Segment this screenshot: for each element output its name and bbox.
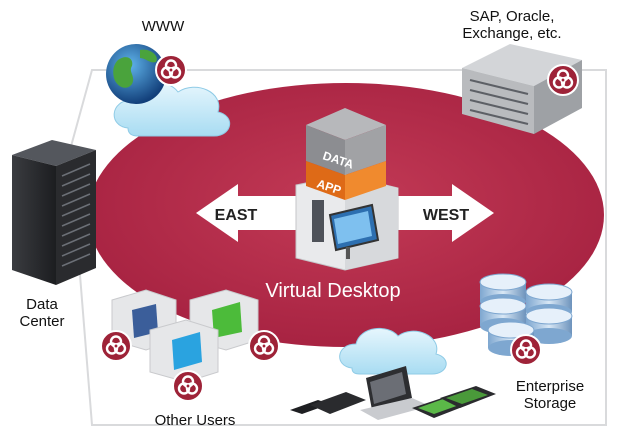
enterprise-storage-label-line-2: Storage <box>523 395 577 412</box>
enterprise-storage-node <box>479 273 573 367</box>
enterprise-storage-label: Enterprise Storage <box>490 378 610 412</box>
cloud-icon <box>339 328 447 375</box>
sap-label: SAP, Oracle, Exchange, etc. <box>452 8 572 42</box>
workstation-icon <box>149 319 219 383</box>
sap-server <box>462 44 582 134</box>
biohazard-icon <box>247 329 281 363</box>
data-center-label-line-1: Data <box>26 296 58 313</box>
virtual-desktop-label: Virtual Desktop <box>265 280 401 302</box>
east-arrow <box>196 184 300 242</box>
virtual-desktop-icon <box>295 174 399 271</box>
biohazard-icon <box>546 63 580 97</box>
database-icon <box>479 273 573 356</box>
enterprise-storage-label-line-1: Enterprise <box>515 378 585 395</box>
west-arrow <box>390 184 494 242</box>
data-center-rack <box>12 140 96 285</box>
data-center-label: Data Center <box>2 296 82 330</box>
sap-label-line-1: SAP, Oracle, <box>469 8 555 25</box>
globe-icon <box>106 44 166 104</box>
data-app-stack: DATA APP <box>306 108 386 200</box>
east-arrow-label: EAST <box>214 207 258 224</box>
biohazard-icon <box>171 369 205 403</box>
other-users-node <box>99 289 281 403</box>
www-node <box>106 44 230 137</box>
data-center-label-line-2: Center <box>19 313 65 330</box>
west-arrow-label: WEST <box>422 207 470 224</box>
other-users-label: Other Users <box>154 412 236 429</box>
biohazard-icon <box>509 333 543 367</box>
www-label: WWW <box>141 18 185 35</box>
sap-label-line-2: Exchange, etc. <box>462 25 562 42</box>
server-rack-icon <box>12 140 96 285</box>
biohazard-icon <box>99 329 133 363</box>
laptop-icon <box>360 366 430 420</box>
biohazard-icon <box>154 53 188 87</box>
tablet-icon <box>310 392 366 414</box>
tablet-icon <box>440 386 496 408</box>
devices-node <box>290 328 496 420</box>
